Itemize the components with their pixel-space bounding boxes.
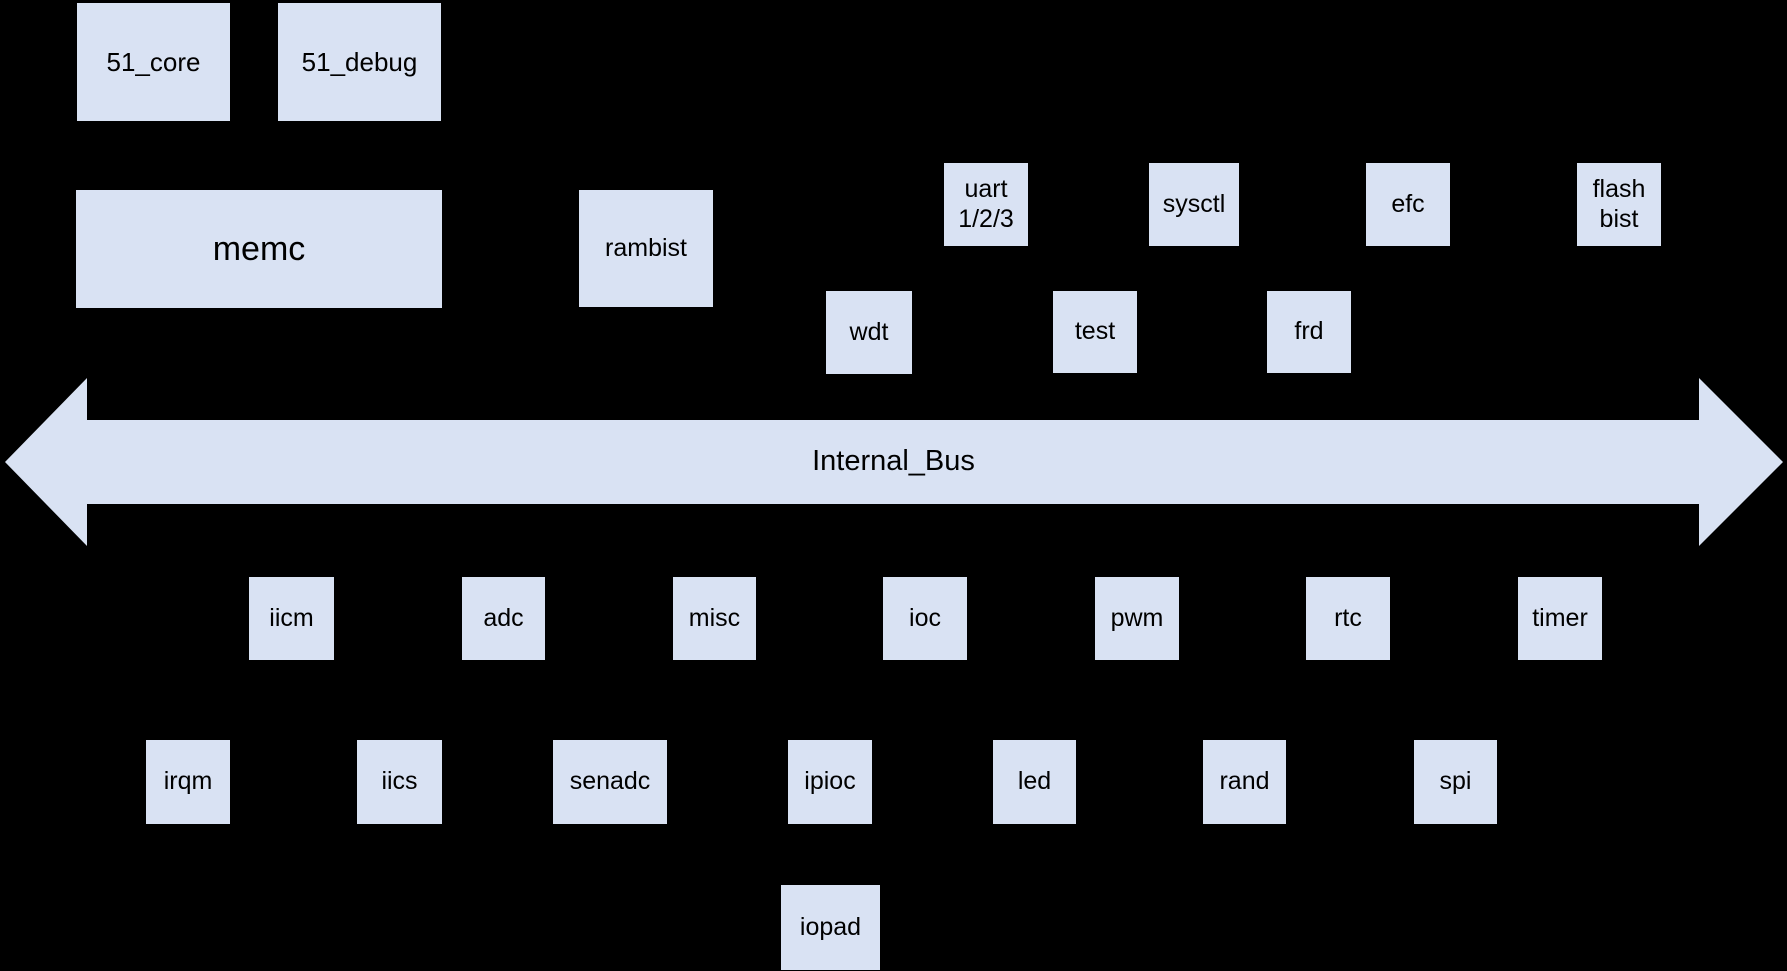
block-led: led — [993, 740, 1076, 824]
internal-bus-label: Internal_Bus — [812, 445, 975, 477]
block-rand: rand — [1203, 740, 1286, 824]
block-senadc: senadc — [553, 740, 667, 824]
block-flash-bist: flash bist — [1577, 163, 1661, 246]
block-iics: iics — [357, 740, 442, 824]
block-pwm: pwm — [1095, 577, 1179, 660]
block-misc: misc — [673, 577, 756, 660]
block-wdt: wdt — [826, 291, 912, 374]
block-adc: adc — [462, 577, 545, 660]
block-memc: memc — [76, 190, 442, 308]
block-rtc: rtc — [1306, 577, 1390, 660]
block-timer: timer — [1518, 577, 1602, 660]
block-test: test — [1053, 291, 1137, 373]
block-51-core: 51_core — [77, 3, 230, 121]
block-spi: spi — [1414, 740, 1497, 824]
block-uart-123: uart 1/2/3 — [944, 163, 1028, 246]
block-efc: efc — [1366, 163, 1450, 246]
block-ipioc: ipioc — [788, 740, 872, 824]
block-51-debug: 51_debug — [278, 3, 441, 121]
block-sysctl: sysctl — [1149, 163, 1239, 246]
block-rambist: rambist — [579, 190, 713, 307]
block-ioc: ioc — [883, 577, 967, 660]
block-iicm: iicm — [249, 577, 334, 660]
block-iopad: iopad — [781, 885, 880, 970]
block-frd: frd — [1267, 291, 1351, 373]
block-irqm: irqm — [146, 740, 230, 824]
